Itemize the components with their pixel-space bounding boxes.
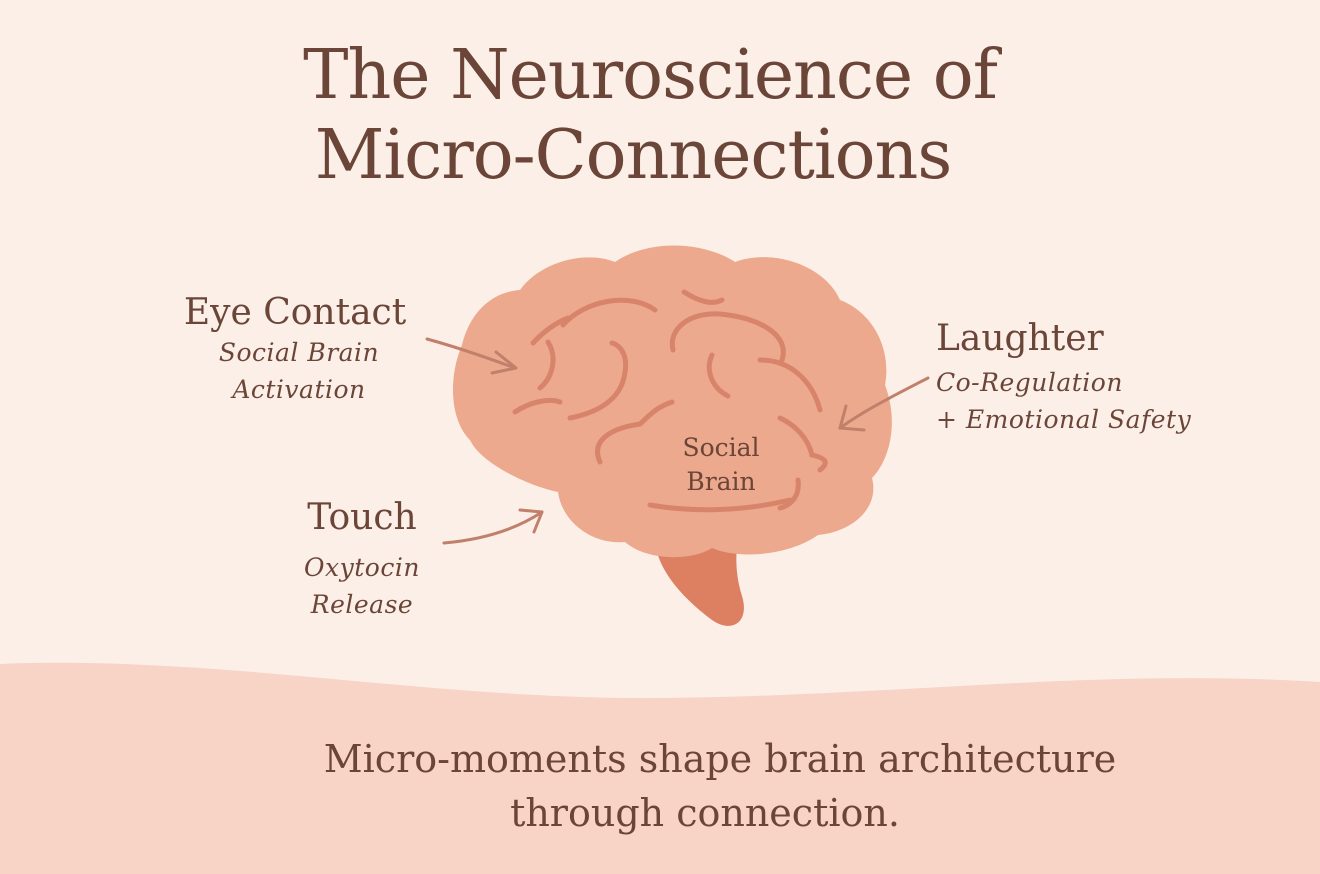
laughter-sub-line-1: Co-Regulation [936, 368, 1123, 397]
laughter-label: Laughter Co-Regulation + Emotional Safet… [936, 318, 1246, 438]
caption: Micro-moments shape brain architecture t… [0, 732, 1320, 840]
touch-heading: Touch [307, 497, 417, 538]
arrows [425, 337, 930, 545]
laughter-heading: Laughter [936, 318, 1104, 359]
title-line-1: The Neuroscience of [303, 36, 998, 115]
laughter-sub-line-2: + Emotional Safety [936, 405, 1192, 434]
touch-sub-line-1: Oxytocin [304, 553, 420, 582]
page-title: The Neuroscience of Micro-Connections [0, 36, 1320, 196]
touch-sub-line-2: Release [310, 590, 414, 619]
eye-contact-sub-line-2: Activation [232, 375, 366, 404]
touch-label: Touch Oxytocin Release [262, 497, 462, 623]
laughter-arrow [838, 376, 930, 432]
brain-illustration: Social Brain [452, 245, 892, 626]
eye-contact-label: Eye Contact Social Brain Activation [160, 292, 430, 408]
touch-arrow [442, 508, 544, 545]
eye-contact-heading: Eye Contact [183, 292, 407, 333]
bottom-wave [0, 662, 1320, 874]
title-line-2: Micro-Connections [314, 116, 952, 195]
eye-contact-arrow [425, 337, 518, 375]
eye-contact-sub-line-1: Social Brain [218, 338, 380, 367]
caption-line-2: through connection. [510, 791, 900, 835]
brain-region-label-line-2: Brain [686, 467, 755, 496]
brain-folds [512, 289, 828, 513]
brain-region-label-line-1: Social [682, 433, 759, 462]
caption-line-1: Micro-moments shape brain architecture [323, 737, 1117, 781]
